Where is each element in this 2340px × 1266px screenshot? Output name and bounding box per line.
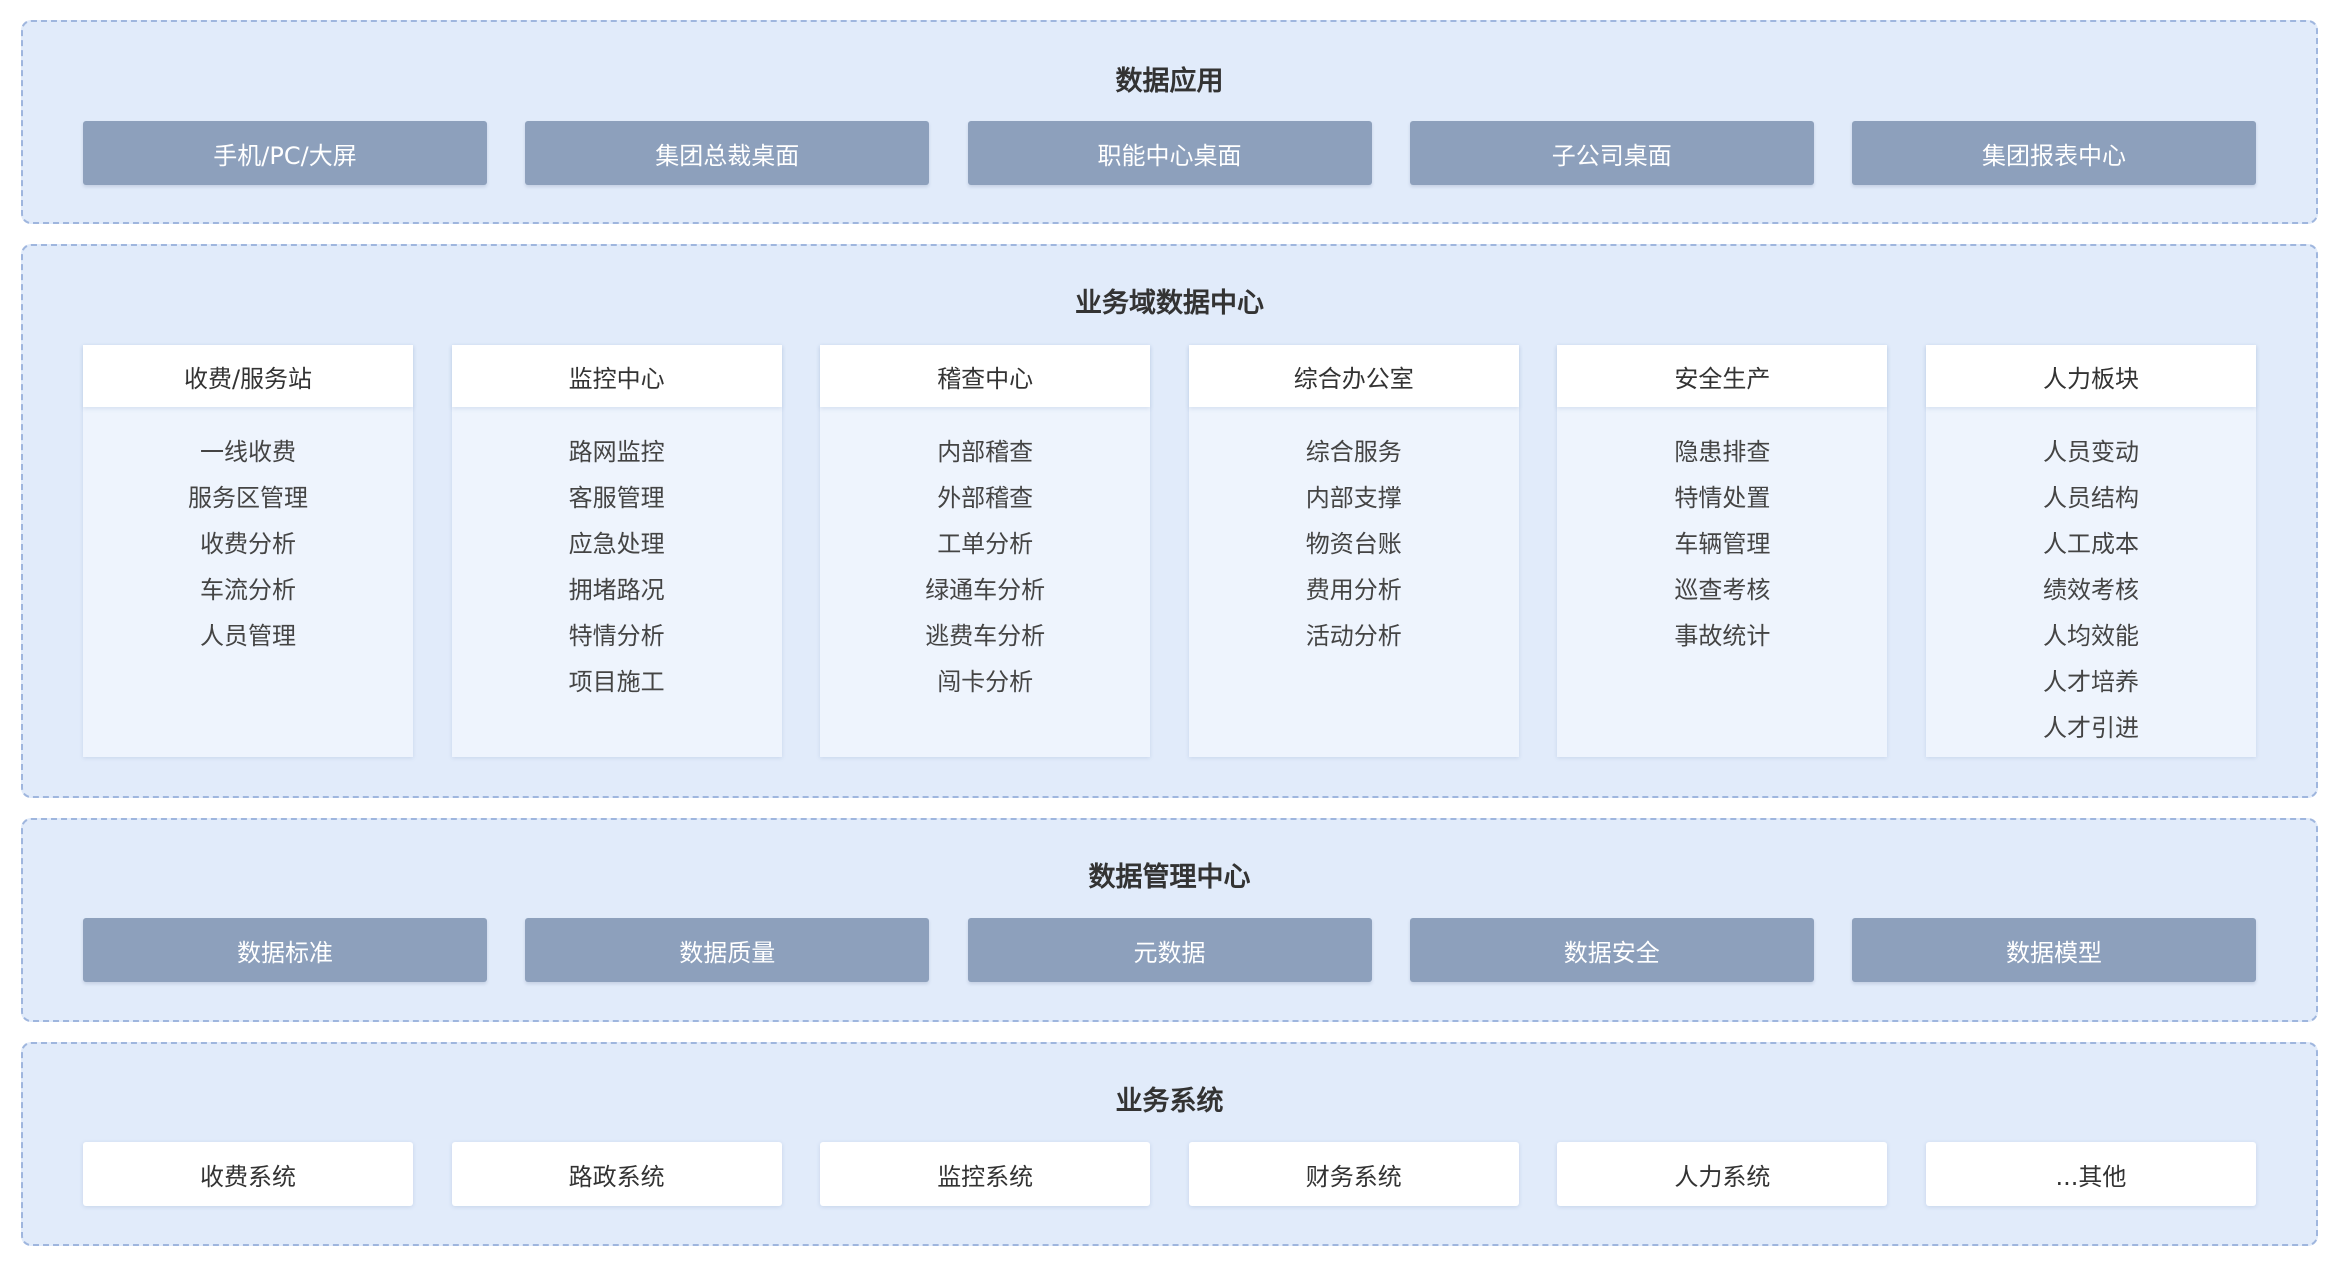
data-mgmt-item[interactable]: 数据安全 <box>1409 918 1814 982</box>
domain-item[interactable]: 闯卡分析 <box>937 668 1034 696</box>
domain-item[interactable]: 特情处置 <box>1674 484 1771 512</box>
business-systems-row: 收费系统 路政系统 监控系统 财务系统 人力系统 ...其他 <box>83 1142 2256 1206</box>
data-app-item[interactable]: 手机/PC/大屏 <box>83 121 487 185</box>
data-mgmt-item[interactable]: 数据标准 <box>83 918 487 982</box>
domain-item[interactable]: 内部稽查 <box>937 438 1034 466</box>
domain-column-title[interactable]: 安全生产 <box>1557 345 1888 407</box>
domain-column-title[interactable]: 人力板块 <box>1925 345 2256 407</box>
data-application-section: 数据应用 手机/PC/大屏 集团总裁桌面 职能中心桌面 子公司桌面 集团报表中心 <box>21 20 2318 224</box>
domain-item[interactable]: 绩效考核 <box>2042 576 2139 604</box>
domain-item[interactable]: 外部稽查 <box>937 484 1034 512</box>
domain-item[interactable]: 工单分析 <box>937 530 1034 558</box>
domain-item[interactable]: 事故统计 <box>1674 622 1771 650</box>
domain-item[interactable]: 巡查考核 <box>1674 576 1771 604</box>
business-system-item[interactable]: ...其他 <box>1925 1142 2256 1206</box>
domain-item[interactable]: 绿通车分析 <box>925 576 1046 604</box>
domain-item-list: 路网监控 客服管理 应急处理 拥堵路况 特情分析 项目施工 <box>452 407 782 705</box>
domain-item[interactable]: 路网监控 <box>568 438 665 466</box>
domain-item[interactable]: 拥堵路况 <box>568 576 665 604</box>
domain-item[interactable]: 车辆管理 <box>1674 530 1771 558</box>
domain-column-title[interactable]: 稽查中心 <box>820 345 1151 407</box>
data-mgmt-item[interactable]: 数据模型 <box>1852 918 2256 982</box>
domain-item[interactable]: 客服管理 <box>568 484 665 512</box>
business-systems-section: 业务系统 收费系统 路政系统 监控系统 财务系统 人力系统 ...其他 <box>21 1042 2318 1246</box>
data-app-item[interactable]: 集团报表中心 <box>1852 121 2256 185</box>
domain-item[interactable]: 服务区管理 <box>188 484 308 512</box>
domain-item[interactable]: 收费分析 <box>200 530 296 558</box>
section-title: 数据管理中心 <box>1088 862 1251 893</box>
domain-item[interactable]: 人工成本 <box>2042 530 2139 558</box>
domain-item[interactable]: 人才培养 <box>2042 668 2139 696</box>
domain-column-inspection: 稽查中心 内部稽查 外部稽查 工单分析 绿通车分析 逃费车分析 闯卡分析 <box>820 345 1151 757</box>
data-management-row: 数据标准 数据质量 元数据 数据安全 数据模型 <box>83 918 2256 982</box>
data-management-center-section: 数据管理中心 数据标准 数据质量 元数据 数据安全 数据模型 <box>21 818 2318 1022</box>
domain-column-toll-service: 收费/服务站 一线收费 服务区管理 收费分析 车流分析 人员管理 <box>83 345 413 757</box>
domain-item[interactable]: 人员变动 <box>2042 438 2139 466</box>
domain-column-human-resources: 人力板块 人员变动 人员结构 人工成本 绩效考核 人均效能 人才培养 人才引进 <box>1925 345 2256 757</box>
section-title: 数据应用 <box>1115 66 1224 97</box>
data-mgmt-item[interactable]: 元数据 <box>967 918 1372 982</box>
domain-column-general-office: 综合办公室 综合服务 内部支撑 物资台账 费用分析 活动分析 <box>1188 345 1519 757</box>
section-title: 业务域数据中心 <box>1075 288 1264 319</box>
domain-columns: 收费/服务站 一线收费 服务区管理 收费分析 车流分析 人员管理 监控中心 路网… <box>83 345 2256 757</box>
domain-item[interactable]: 活动分析 <box>1305 622 1402 650</box>
domain-item[interactable]: 费用分析 <box>1305 576 1402 604</box>
domain-column-title[interactable]: 监控中心 <box>451 345 782 407</box>
domain-item-list: 人员变动 人员结构 人工成本 绩效考核 人均效能 人才培养 人才引进 <box>1926 407 2256 751</box>
data-app-item[interactable]: 集团总裁桌面 <box>525 121 930 185</box>
domain-item[interactable]: 物资台账 <box>1305 530 1402 558</box>
section-title: 业务系统 <box>1115 1086 1224 1117</box>
domain-column-safety-production: 安全生产 隐患排查 特情处置 车辆管理 巡查考核 事故统计 <box>1557 345 1888 757</box>
domain-item[interactable]: 特情分析 <box>568 622 665 650</box>
domain-item[interactable]: 人员结构 <box>2042 484 2139 512</box>
data-app-item[interactable]: 子公司桌面 <box>1409 121 1814 185</box>
data-mgmt-item[interactable]: 数据质量 <box>525 918 930 982</box>
domain-item-list: 一线收费 服务区管理 收费分析 车流分析 人员管理 <box>83 407 413 659</box>
domain-item[interactable]: 应急处理 <box>568 530 665 558</box>
domain-item[interactable]: 人才引进 <box>2042 714 2139 742</box>
business-system-item[interactable]: 财务系统 <box>1188 1142 1519 1206</box>
domain-item[interactable]: 人员管理 <box>200 622 296 650</box>
data-app-item[interactable]: 职能中心桌面 <box>967 121 1372 185</box>
domain-column-title[interactable]: 收费/服务站 <box>83 345 413 407</box>
domain-item[interactable]: 项目施工 <box>568 668 665 696</box>
domain-item[interactable]: 隐患排查 <box>1674 438 1771 466</box>
domain-item-list: 内部稽查 外部稽查 工单分析 绿通车分析 逃费车分析 闯卡分析 <box>820 407 1150 705</box>
business-system-item[interactable]: 人力系统 <box>1557 1142 1888 1206</box>
domain-column-monitoring: 监控中心 路网监控 客服管理 应急处理 拥堵路况 特情分析 项目施工 <box>451 345 782 757</box>
business-system-item[interactable]: 收费系统 <box>83 1142 413 1206</box>
domain-item-list: 综合服务 内部支撑 物资台账 费用分析 活动分析 <box>1189 407 1519 659</box>
domain-item[interactable]: 人均效能 <box>2042 622 2139 650</box>
domain-item[interactable]: 综合服务 <box>1305 438 1402 466</box>
business-system-item[interactable]: 监控系统 <box>820 1142 1151 1206</box>
domain-item[interactable]: 逃费车分析 <box>925 622 1046 650</box>
domain-column-title[interactable]: 综合办公室 <box>1188 345 1519 407</box>
business-system-item[interactable]: 路政系统 <box>451 1142 782 1206</box>
domain-item[interactable]: 车流分析 <box>200 576 296 604</box>
domain-item-list: 隐患排查 特情处置 车辆管理 巡查考核 事故统计 <box>1557 407 1887 659</box>
domain-item[interactable]: 内部支撑 <box>1305 484 1402 512</box>
business-domain-data-center-section: 业务域数据中心 收费/服务站 一线收费 服务区管理 收费分析 车流分析 人员管理… <box>21 244 2318 798</box>
domain-item[interactable]: 一线收费 <box>200 438 296 466</box>
data-application-row: 手机/PC/大屏 集团总裁桌面 职能中心桌面 子公司桌面 集团报表中心 <box>83 121 2256 185</box>
